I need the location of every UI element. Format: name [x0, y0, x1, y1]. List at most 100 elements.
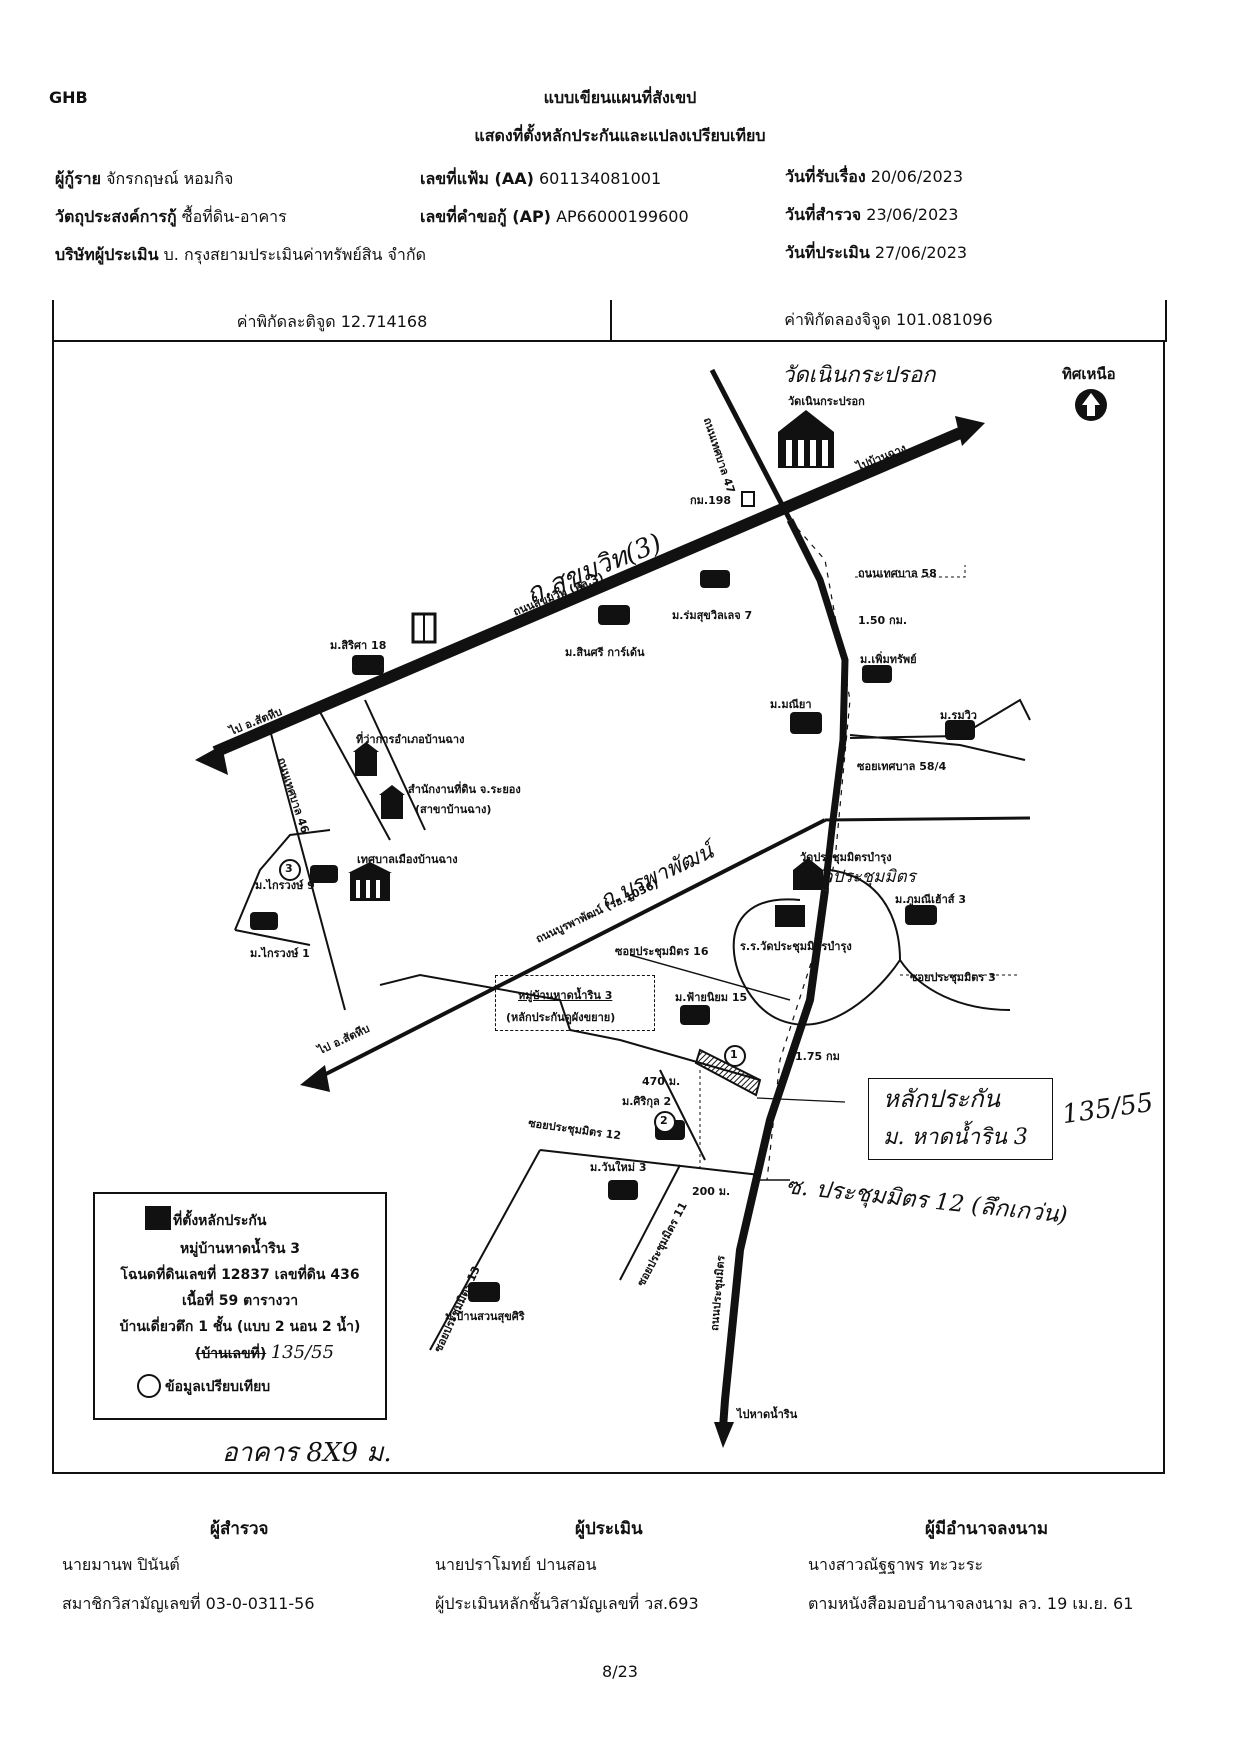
- appraiser-company-label: บริษัทผู้ประเมิน: [55, 245, 159, 264]
- soi-58-4-label: ซอยเทศบาล 58/4: [857, 760, 947, 773]
- survey-date-row: วันที่สำรวจ 23/06/2023: [785, 203, 958, 228]
- temple-icon-top: [778, 410, 834, 468]
- temple-top-hand-label: วัดเนินกระปรอก: [782, 363, 936, 388]
- authorized-name: นางสาวณัฐฐาพร ทะวะระ: [808, 1555, 984, 1574]
- surveyor-detail: สมาชิกวิสามัญเลขที่ 03-0-0311-56: [62, 1594, 315, 1613]
- prachum-mitr-road: [719, 889, 829, 1429]
- collateral-parcel: [694, 1048, 762, 1097]
- legend-box: ที่ตั้งหลักประกัน หมู่บ้านหาดน้ำริน 3 โฉ…: [93, 1192, 387, 1420]
- purpose-label: วัตถุประสงค์การกู้: [55, 207, 177, 226]
- longitude-label: ค่าพิกัดลองจิจูด: [784, 310, 891, 329]
- arrow-to-ban-chang: [955, 416, 985, 446]
- appraisal-date-label: วันที่ประเมิน: [785, 243, 870, 262]
- soi-kraiwong: [234, 929, 311, 946]
- house-icon-rommwiw: [945, 720, 975, 740]
- house-icon-kraiwong9: [310, 865, 338, 883]
- land-office-icon: [379, 785, 405, 819]
- longitude-value: 101.081096: [896, 310, 993, 329]
- school-building: [775, 905, 805, 927]
- soi-prachum-mitr-13: [429, 1149, 541, 1351]
- village-callout-line2: (หลักประกันดูผังขยาย): [506, 1011, 616, 1024]
- house-icon-romsuk: [700, 570, 730, 588]
- m200-label: 200 ม.: [692, 1185, 731, 1198]
- romsuk-label: ม.ร่มสุขวิลเลจ 7: [672, 609, 753, 622]
- village-icons: [250, 570, 975, 1302]
- kraiwong1-label: ม.ไกรวงษ์ 1: [250, 947, 310, 960]
- legend-line5: (บ้านเลขที่) 135/55: [195, 1342, 334, 1365]
- hand-building-size: อาคาร 8X9 ม.: [222, 1438, 392, 1468]
- latitude-value: 12.714168: [340, 312, 428, 331]
- km198-label: กม.198: [690, 494, 732, 507]
- legend-title: ที่ตั้งหลักประกัน: [173, 1213, 267, 1229]
- village-callout-line1: หมู่บ้านหาดน้ำริน 3: [518, 989, 613, 1002]
- km-marker-icon: [741, 491, 755, 507]
- arrow-to-hat-nam-rin: [714, 1422, 734, 1448]
- road-58: [786, 518, 849, 891]
- doc-title: แบบเขียนแผนที่สังเขป: [543, 88, 697, 107]
- temple-mid-hand-label: วัดประชุมมิตร: [812, 867, 916, 887]
- authorized-detail: ตามหนังสือมอบอำนาจลงนาม ลว. 19 เม.ย. 61: [808, 1594, 1134, 1613]
- road-kraiwong: [234, 829, 331, 931]
- file-number-value: 601134081001: [539, 169, 662, 188]
- latitude-label: ค่าพิกัดละติจูด: [236, 312, 336, 331]
- burapha-road: [300, 816, 1031, 1092]
- legend-line5-label: (บ้านเลขที่): [195, 1346, 267, 1362]
- comparison-marker-3: [279, 859, 301, 881]
- soi-sirikul: [659, 1069, 706, 1161]
- collateral-pointer-line: [756, 1097, 846, 1103]
- district-office-label: ที่ว่าการอำเภอบ้านฉาง: [356, 733, 465, 746]
- borrower-value: จักรกฤษณ์ หอมกิจ: [106, 169, 234, 188]
- doc-subtitle: แสดงที่ตั้งหลักประกันและแปลงเปรียบเทียบ: [474, 126, 766, 145]
- brand-label: GHB: [49, 88, 88, 107]
- temple-top-label: วัดเนินกระปรอก: [788, 395, 865, 408]
- municipality-label: เทศบาลเมืองบ้านฉาง: [357, 853, 458, 866]
- borrower-label: ผู้กู้ราย: [55, 169, 102, 188]
- file-number-label: เลขที่แฟ้ม (AA): [420, 169, 534, 188]
- house-icon-chainimit: [680, 1005, 710, 1025]
- temple-icon-mid: [775, 858, 823, 927]
- suansuksiri-label: ม.บ้านสวนสุขศิริ: [445, 1310, 525, 1323]
- request-number-label: เลขที่คำขอกู้ (AP): [420, 207, 551, 226]
- school-icon: [411, 612, 437, 644]
- received-date-value: 20/06/2023: [870, 167, 964, 186]
- temple-mid-label: วัดประชุมมิตรบำรุง: [800, 851, 892, 864]
- village-callout-box: หมู่บ้านหาดน้ำริน 3 (หลักประกันดูผังขยาย…: [495, 975, 655, 1031]
- road-58-label: ถนนเทศบาล 58: [858, 567, 937, 580]
- appraiser-title: ผู้ประเมิน: [575, 1519, 643, 1539]
- coordinates-divider: [610, 300, 612, 340]
- sukhumvit-road: [195, 416, 985, 775]
- surveyor-title: ผู้สำรวจ: [210, 1519, 269, 1539]
- appraiser-name: นายปราโมทย์ ปานสอน: [435, 1555, 597, 1574]
- soi-prachum-mitr-16: [629, 954, 791, 1001]
- soi-prachum-mitr-12: [539, 1149, 761, 1176]
- appraisal-date-value: 27/06/2023: [874, 243, 968, 262]
- marker-1-label: 1: [730, 1048, 738, 1061]
- appraiser-company-row: บริษัทผู้ประเมิน บ. กรุงสยามประเมินค่าทร…: [55, 243, 426, 268]
- comparison-marker-2: [654, 1111, 676, 1133]
- legend-line3: เนื้อที่ 59 ตารางวา: [181, 1293, 299, 1309]
- north-arrow-icon: [1075, 389, 1107, 421]
- road-district-office-b: [364, 699, 426, 831]
- rommwiw-label: ม.รมวิว: [940, 709, 977, 722]
- chainimit-label: ม.ฟ้ายนิยม 15: [675, 991, 748, 1004]
- longitude: ค่าพิกัดลองจิจูด 101.081096: [612, 308, 1165, 333]
- latitude: ค่าพิกัดละติจูด 12.714168: [54, 310, 610, 335]
- authorized-title: ผู้มีอำนาจลงนาม: [925, 1519, 1049, 1539]
- land-office-sub-label: (สาขาบ้านฉาง): [415, 803, 492, 816]
- house-icon-kraiwong1: [250, 912, 278, 930]
- hand-collateral-line1: หลักประกัน: [883, 1085, 1001, 1113]
- soi-58-4-b: [849, 734, 1026, 761]
- survey-date-label: วันที่สำรวจ: [785, 205, 862, 224]
- legend-collateral-swatch: [145, 1206, 171, 1230]
- house-icon-maneeya: [790, 712, 822, 734]
- km175-label: 1.75 กม: [795, 1050, 840, 1063]
- poomnee-label: ม.ภูมณีเฮ้าส์ 3: [895, 893, 966, 906]
- km150-label: 1.50 กม.: [858, 614, 908, 627]
- arrow-to-sattahip-bottom: [300, 1065, 330, 1092]
- file-number-row: เลขที่แฟ้ม (AA) 601134081001: [420, 167, 661, 192]
- appraiser-company-value: บ. กรุงสยามประเมินค่าทรัพย์สิน จำกัด: [163, 245, 426, 264]
- legend-line5-hand: 135/55: [270, 1342, 335, 1363]
- survey-date-value: 23/06/2023: [866, 205, 959, 224]
- house-icon-sirisa: [352, 655, 384, 675]
